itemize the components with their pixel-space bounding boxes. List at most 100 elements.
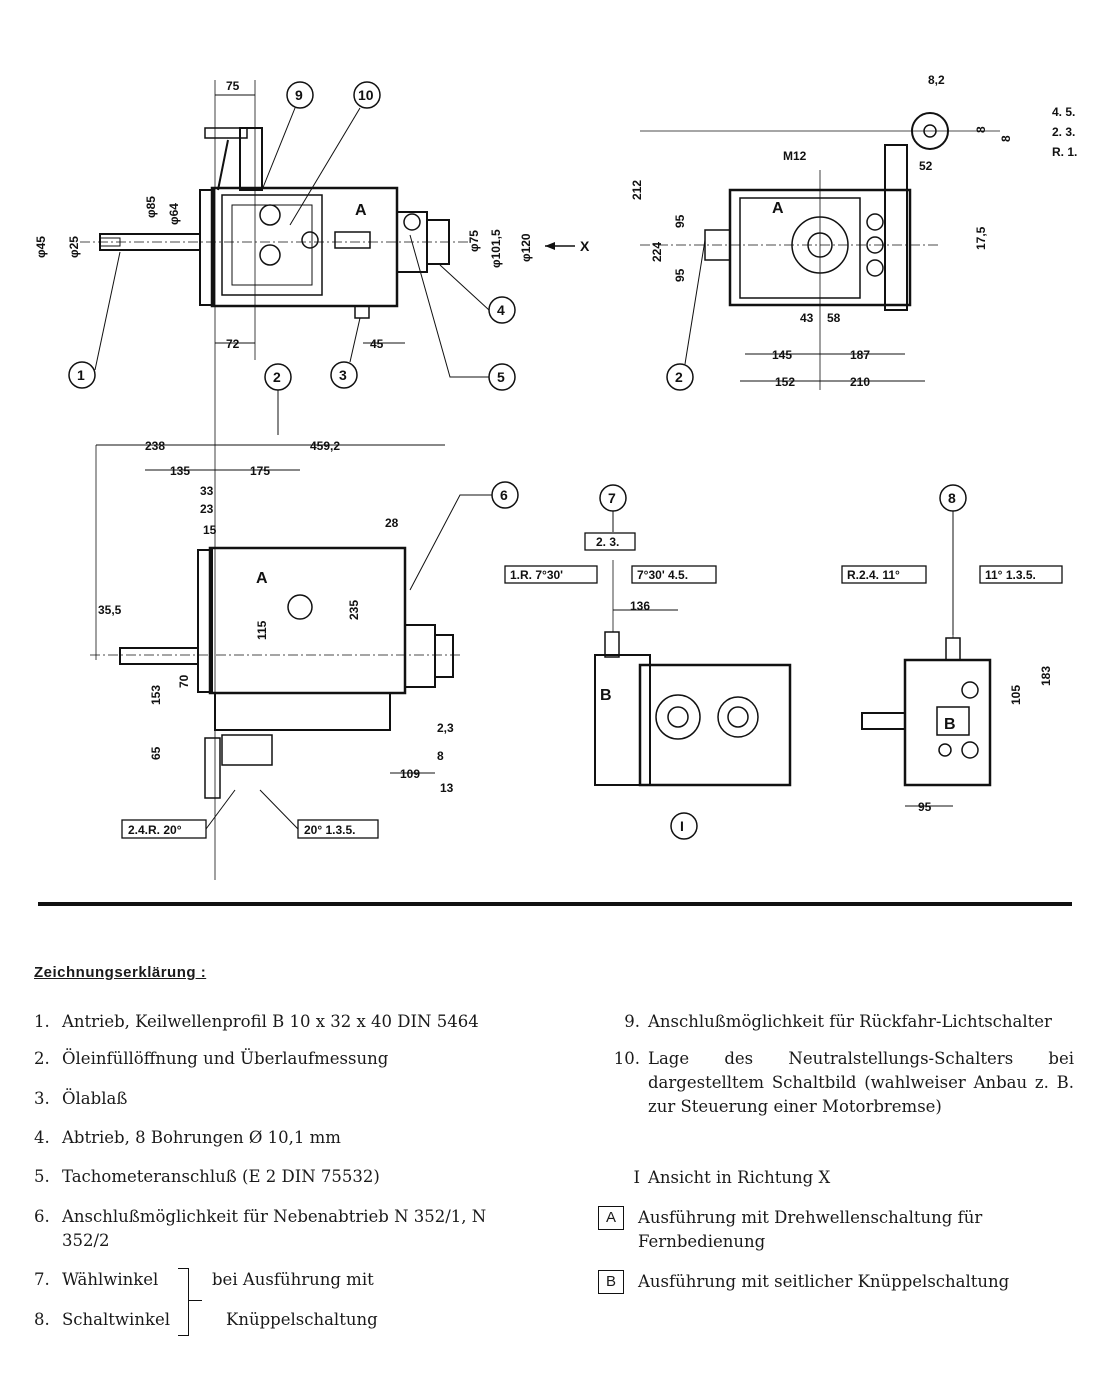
divider-rule bbox=[38, 902, 1072, 906]
dim-58: 58 bbox=[827, 311, 841, 325]
dim-65: 65 bbox=[149, 746, 163, 760]
view-bottom-right: R.2.4. 11° 11° 1.3.5. 105 183 95 B bbox=[841, 565, 1063, 814]
legend-key-b: B bbox=[598, 1270, 624, 1294]
dim-238: 238 bbox=[145, 439, 165, 453]
view-bottom-left: 238 459,2 135 175 33 23 15 28 35,5 235 1… bbox=[90, 439, 460, 839]
dim-459-2: 459,2 bbox=[310, 439, 340, 453]
legend-item-8: 8.Schaltwinkel bbox=[34, 1310, 170, 1329]
dim-17-5: 17,5 bbox=[974, 226, 988, 250]
legend-item-1: 1.Antrieb, Keilwellenprofil B 10 x 32 x … bbox=[34, 1012, 479, 1031]
dim-212: 212 bbox=[630, 180, 644, 200]
box-2-3: 2. 3. bbox=[596, 535, 619, 549]
view-top-left: 75 φ45 φ25 φ85 φ64 φ75 φ101,5 φ120 72 45… bbox=[34, 79, 590, 880]
gear-r-1: R. 1. bbox=[1052, 145, 1077, 159]
dim-136: 136 bbox=[630, 599, 650, 613]
svg-text:4: 4 bbox=[497, 302, 505, 318]
svg-text:8: 8 bbox=[948, 490, 956, 506]
svg-text:2: 2 bbox=[675, 369, 683, 385]
dim-2-3: 2,3 bbox=[437, 721, 454, 735]
dim-115: 115 bbox=[255, 620, 269, 640]
dim-phi75: φ75 bbox=[467, 230, 481, 252]
label-a-top: A bbox=[355, 202, 367, 219]
legend-item-7: 7.Wählwinkel bbox=[34, 1270, 159, 1289]
box-11-1-3-5: 11° 1.3.5. bbox=[985, 568, 1036, 582]
dim-105: 105 bbox=[1009, 685, 1023, 705]
legend-item-10: 10.Lage des Neutralstellungs-Schalters b… bbox=[613, 1049, 1074, 1116]
legend-brace-text-2: Knüppelschaltung bbox=[226, 1310, 378, 1329]
callout-4: 4 bbox=[439, 264, 516, 324]
svg-text:1: 1 bbox=[77, 367, 85, 383]
dim-phi1015: φ101,5 bbox=[489, 229, 503, 268]
dim-phi120: φ120 bbox=[519, 233, 533, 262]
label-view-i: I bbox=[680, 818, 684, 834]
dim-70: 70 bbox=[177, 674, 191, 688]
callout-7: 7 bbox=[599, 484, 627, 532]
label-b-mid: B bbox=[600, 687, 612, 704]
gear-2-3: 2. 3. bbox=[1052, 125, 1075, 139]
legend-item-9: 9.Anschlußmöglichkeit für Rückfahr-Licht… bbox=[624, 1012, 1052, 1031]
dim-m12: M12 bbox=[783, 149, 807, 163]
dim-phi25: φ25 bbox=[67, 236, 81, 258]
callout-1: 1 bbox=[68, 251, 121, 389]
svg-text:6: 6 bbox=[500, 487, 508, 503]
svg-text:9: 9 bbox=[295, 87, 303, 103]
dim-45: 45 bbox=[370, 337, 384, 351]
dim-phi64: φ64 bbox=[167, 203, 181, 225]
callout-2-bottom: 2 bbox=[264, 363, 292, 435]
view-bottom-mid: 2. 3. 1.R. 7°30' 7°30' 4.5. 136 B I bbox=[504, 532, 792, 840]
box-r-2-4-11: R.2.4. 11° bbox=[847, 568, 900, 582]
svg-text:10: 10 bbox=[358, 87, 374, 103]
callout-3: 3 bbox=[330, 317, 361, 389]
legend-brace bbox=[178, 1268, 189, 1336]
callout-5: 5 bbox=[409, 234, 516, 391]
label-x-arrow: X bbox=[580, 238, 590, 254]
dim-13: 13 bbox=[440, 781, 454, 795]
box-2-4-r-20: 2.4.R. 20° bbox=[128, 823, 182, 837]
legend-item-6: 6.Anschlußmöglichkeit für Nebenabtrieb N… bbox=[34, 1207, 487, 1250]
dim-52: 52 bbox=[919, 159, 933, 173]
dim-15: 15 bbox=[203, 523, 217, 537]
callout-10: 10 bbox=[289, 81, 381, 226]
legend-key-a: A bbox=[598, 1206, 624, 1230]
dim-187: 187 bbox=[850, 348, 870, 362]
callout-9: 9 bbox=[261, 81, 314, 191]
callout-2-top: 2 bbox=[666, 239, 706, 391]
box-20-1-3-5: 20° 1.3.5. bbox=[304, 823, 356, 837]
dim-75: 75 bbox=[226, 79, 240, 93]
legend-title: Zeichnungserklärung : bbox=[34, 964, 207, 981]
gear-4-5: 4. 5. bbox=[1052, 105, 1075, 119]
box-7-30-4-5: 7°30' 4.5. bbox=[637, 568, 688, 582]
svg-text:3: 3 bbox=[339, 367, 347, 383]
dim-175: 175 bbox=[250, 464, 270, 478]
dim-153: 153 bbox=[149, 685, 163, 705]
view-top-right: 8,2 M12 212 224 95 95 8 8 4. 5. 2. 3. R.… bbox=[630, 73, 1077, 390]
svg-text:7: 7 bbox=[608, 490, 616, 506]
label-a-bottom: A bbox=[256, 570, 268, 587]
dim-8-b: 8 bbox=[999, 135, 1013, 142]
svg-text:2: 2 bbox=[273, 369, 281, 385]
dim-33: 33 bbox=[200, 484, 214, 498]
dim-183: 183 bbox=[1039, 666, 1053, 686]
label-b-right: B bbox=[944, 716, 956, 733]
dim-145: 145 bbox=[772, 348, 792, 362]
dim-23: 23 bbox=[200, 502, 214, 516]
legend-item-3: 3.Ölablaß bbox=[34, 1089, 128, 1108]
dim-phi45: φ45 bbox=[34, 236, 48, 258]
dim-109: 109 bbox=[400, 767, 420, 781]
svg-text:5: 5 bbox=[497, 369, 505, 385]
dim-210: 210 bbox=[850, 375, 870, 389]
dim-72: 72 bbox=[226, 337, 240, 351]
dim-8-a: 8 bbox=[974, 126, 988, 133]
dim-8-2: 8,2 bbox=[928, 73, 945, 87]
dim-28: 28 bbox=[385, 516, 399, 530]
dim-8: 8 bbox=[437, 749, 444, 763]
dim-224: 224 bbox=[650, 242, 664, 262]
dim-135: 135 bbox=[170, 464, 190, 478]
dim-35-5: 35,5 bbox=[98, 603, 122, 617]
legend-item-2: 2.Öleinfüllöffnung und Überlaufmessung bbox=[34, 1049, 389, 1068]
label-a-right: A bbox=[772, 200, 784, 217]
dim-95-upper: 95 bbox=[673, 214, 687, 228]
